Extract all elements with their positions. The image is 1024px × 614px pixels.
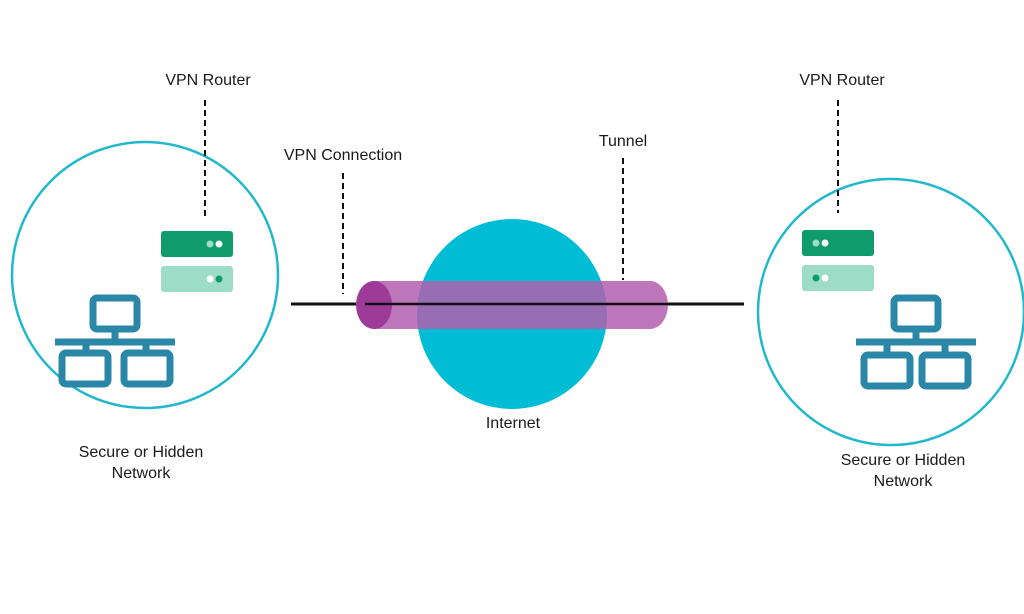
left-router-label: VPN Router (165, 72, 251, 89)
right-router-icon (802, 230, 874, 291)
right-network-topology-icon (856, 294, 976, 390)
right-network-label-line2: Network (874, 473, 934, 490)
right-network-circle (756, 177, 1024, 447)
internet-label: Internet (486, 415, 541, 432)
left-router-icon (161, 231, 233, 292)
right-network-label-line1: Secure or Hidden (841, 452, 966, 469)
vpn-connection-label: VPN Connection (284, 147, 402, 164)
left-network-topology-icon (55, 294, 175, 388)
right-router-label: VPN Router (799, 72, 885, 89)
tunnel-cylinder-icon (356, 281, 668, 329)
left-network-label-line1: Secure or Hidden (79, 444, 204, 461)
tunnel-label: Tunnel (599, 133, 647, 150)
left-network-label-line2: Network (112, 465, 172, 482)
left-network-circle (10, 140, 280, 410)
